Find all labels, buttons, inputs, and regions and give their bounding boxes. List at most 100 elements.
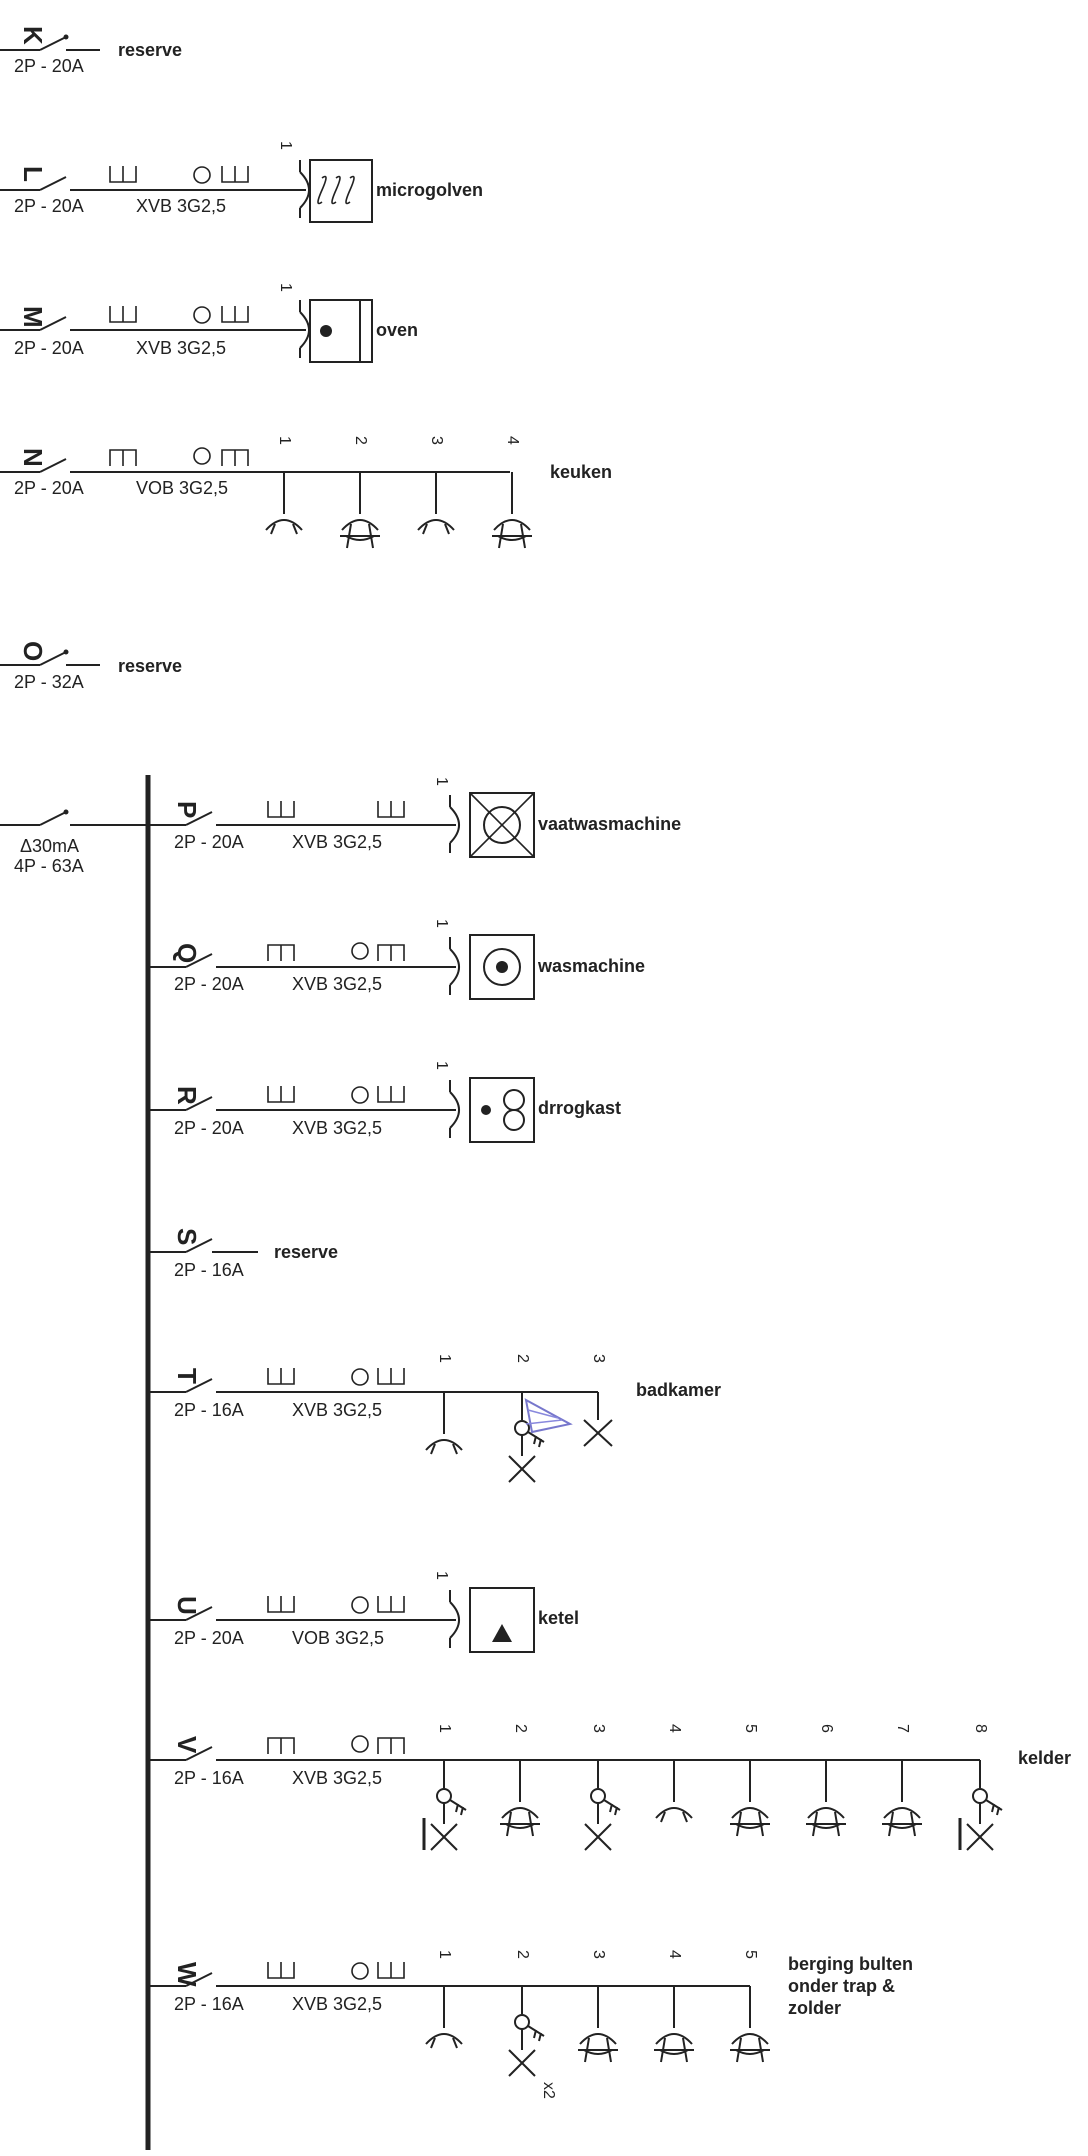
circuit-name: kelder [1018, 1748, 1071, 1768]
circuit-name: keuken [550, 462, 612, 482]
washing-machine-symbol [469, 934, 535, 1000]
diff-sensitivity: Δ30mA [20, 836, 79, 856]
circuit-r: R 1 2P - 20A XVB 3G2,5 drrogkast [148, 1061, 621, 1143]
diff-rating: 4P - 63A [14, 856, 84, 876]
microwave-icon [317, 175, 355, 205]
circuit-id: L [18, 166, 48, 182]
circuit-id: P [172, 801, 202, 818]
circuit-name: reserve [118, 656, 182, 676]
washing-machine-icon [496, 961, 508, 973]
circuit-l: L 1 2P - 20A XVB 3G2,5 microgolven [0, 141, 483, 223]
point-number: 2 [512, 1724, 529, 1733]
circuit-name: badkamer [636, 1380, 721, 1400]
circuit-id: W [172, 1962, 202, 1987]
point-number: 2 [514, 1950, 531, 1959]
circuit-id: R [172, 1086, 202, 1105]
circuit-id: Q [172, 943, 202, 963]
circuit-id: U [172, 1596, 202, 1615]
point-number: 1 [433, 1571, 450, 1580]
lamp-count: x2 [540, 2082, 557, 2099]
circuit-rating: 2P - 20A [174, 1628, 244, 1648]
circuit-name-line: zolder [788, 1998, 841, 2018]
circuit-id: V [172, 1736, 202, 1754]
circuit-cable: XVB 3G2,5 [292, 832, 382, 852]
circuit-name: ketel [538, 1608, 579, 1628]
point-number: 1 [436, 1724, 453, 1733]
dryer-icon [503, 1109, 525, 1131]
point-number: 1 [433, 777, 450, 786]
circuit-cable: VOB 3G2,5 [136, 478, 228, 498]
point-number: 3 [590, 1354, 607, 1363]
circuit-name-line: onder trap & [788, 1976, 895, 1996]
circuit-name: reserve [118, 40, 182, 60]
circuit-cable: XVB 3G2,5 [136, 338, 226, 358]
pen-sketch [524, 1398, 573, 1434]
oven-icon [320, 325, 332, 337]
point-number: 5 [742, 1950, 759, 1959]
circuit-k: K 2P - 20A reserve [0, 26, 182, 76]
circuit-rating: 2P - 20A [174, 832, 244, 852]
boiler-symbol [469, 1587, 535, 1653]
circuit-cable: XVB 3G2,5 [292, 1994, 382, 2014]
point-number: 1 [433, 1061, 450, 1070]
point-number: 4 [504, 436, 521, 445]
circuit-cable: XVB 3G2,5 [136, 196, 226, 216]
lamp-icon [583, 1419, 613, 1447]
circuit-name: oven [376, 320, 418, 340]
circuit-id: K [18, 26, 48, 45]
boiler-icon [492, 1624, 512, 1642]
circuit-s: S 2P - 16A reserve [148, 1228, 338, 1280]
circuit-name-line: berging bulten [788, 1954, 913, 1974]
point-number: 1 [433, 919, 450, 928]
point-number: 3 [428, 436, 445, 445]
circuit-rating: 2P - 16A [174, 1400, 244, 1420]
point-number: 3 [590, 1950, 607, 1959]
circuit-cable: XVB 3G2,5 [292, 1118, 382, 1138]
point-number: 3 [590, 1724, 607, 1733]
circuit-id: S [172, 1228, 202, 1245]
circuit-rating: 2P - 16A [174, 1768, 244, 1788]
circuit-u: U 1 2P - 20A VOB 3G2,5 ketel [148, 1571, 579, 1653]
circuit-v: V 1 2 3 4 5 6 7 8 2P - 16A XVB 3G2,5 kel… [148, 1724, 1071, 1851]
circuit-cable: XVB 3G2,5 [292, 1400, 382, 1420]
point-number: 1 [276, 436, 293, 445]
circuit-w: W 1 2 3 4 5 x2 2P - 16A XVB 3G2,5 bergin… [148, 1950, 913, 2099]
circuit-q: Q 1 2P - 20A XVB 3G2,5 wasmachine [148, 919, 645, 1000]
circuit-rating: 2P - 20A [14, 196, 84, 216]
circuit-o: O 2P - 32A reserve [0, 641, 182, 692]
circuit-t: T 1 2 3 2P - 16A XVB 3G2,5 badkamer [148, 1354, 721, 1483]
circuit-name: drrogkast [538, 1098, 621, 1118]
point-number: 7 [894, 1724, 911, 1733]
circuit-m: M 1 2P - 20A XVB 3G2,5 oven [0, 283, 418, 363]
point-number: 1 [277, 283, 294, 292]
microwave-symbol [309, 159, 373, 223]
dishwasher-icon [483, 806, 521, 844]
point-number: 1 [436, 1354, 453, 1363]
circuit-rating: 2P - 20A [14, 338, 84, 358]
circuit-rating: 2P - 16A [174, 1260, 244, 1280]
circuit-rating: 2P - 20A [14, 56, 84, 76]
dishwasher-symbol [469, 792, 535, 858]
circuit-name: reserve [274, 1242, 338, 1262]
circuit-name: vaatwasmachine [538, 814, 681, 834]
circuit-rating: 2P - 20A [174, 1118, 244, 1138]
circuit-rating: 2P - 16A [174, 1994, 244, 2014]
circuit-rating: 2P - 32A [14, 672, 84, 692]
point-number: 2 [514, 1354, 531, 1363]
circuit-p: P 1 2P - 20A XVB 3G2,5 vaatwasmachine [148, 777, 681, 858]
oven-symbol [309, 299, 373, 363]
differential-switch: Δ30mA 4P - 63A [0, 809, 148, 876]
point-number: 1 [277, 141, 294, 150]
dryer-symbol [469, 1077, 535, 1143]
point-number: 6 [818, 1724, 835, 1733]
point-number: 2 [352, 436, 369, 445]
point-number: 8 [972, 1724, 989, 1733]
circuit-cable: XVB 3G2,5 [292, 974, 382, 994]
circuit-n: N 1 2 3 4 2P - 20A VOB 3G2,5 keuken [0, 436, 612, 549]
point-number: 1 [436, 1950, 453, 1959]
circuit-id: N [18, 448, 48, 467]
circuit-cable: VOB 3G2,5 [292, 1628, 384, 1648]
circuit-name: microgolven [376, 180, 483, 200]
point-number: 5 [742, 1724, 759, 1733]
